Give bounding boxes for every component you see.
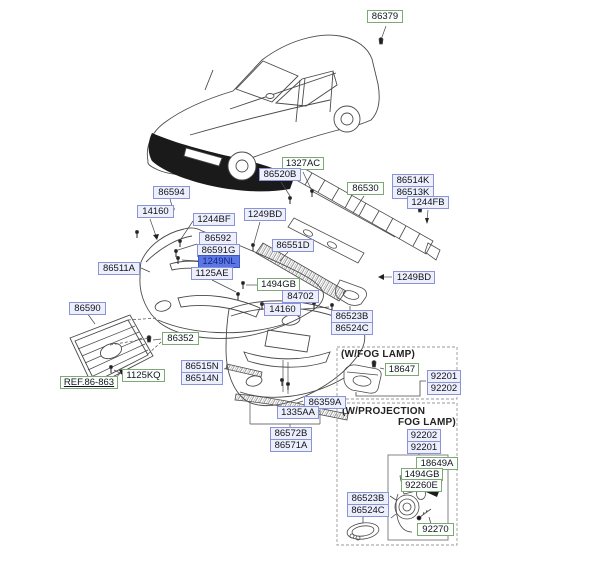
part-label-86523B-1[interactable]: 86523B xyxy=(331,310,373,323)
part-label-1244FB[interactable]: 1244FB xyxy=(407,196,449,209)
part-label-86379[interactable]: 86379 xyxy=(367,10,403,23)
part-label-14160-1[interactable]: 14160 xyxy=(137,205,174,218)
part-label-92201-2[interactable]: 92201 xyxy=(407,441,441,454)
part-label-86359A[interactable]: 86359A xyxy=(304,396,346,409)
part-label-1125AE[interactable]: 1125AE xyxy=(191,267,233,280)
part-label-86530[interactable]: 86530 xyxy=(347,182,384,195)
part-label-1125KQ[interactable]: 1125KQ xyxy=(122,369,165,382)
part-label-86571A[interactable]: 86571A xyxy=(270,439,312,452)
part-label-18647[interactable]: 18647 xyxy=(385,363,419,376)
part-label-92201-1[interactable]: 92201 xyxy=(427,370,461,383)
small-fog-lamp-drawing xyxy=(346,514,380,541)
fog-bezel-drawing xyxy=(334,279,367,310)
part-label-14160-2[interactable]: 14160 xyxy=(264,303,301,316)
part-label-86551D[interactable]: 86551D xyxy=(272,239,314,252)
part-label-REF[interactable]: REF.86-863 xyxy=(60,376,118,389)
front-wheel xyxy=(227,151,257,181)
part-label-86590[interactable]: 86590 xyxy=(69,302,106,315)
part-label-86520B[interactable]: 86520B xyxy=(259,168,301,181)
fog-lamp-drawing xyxy=(343,360,426,397)
part-label-86352[interactable]: 86352 xyxy=(162,332,199,345)
part-label-1494GB-1[interactable]: 1494GB xyxy=(257,278,300,291)
part-label-86524C-1[interactable]: 86524C xyxy=(331,322,373,335)
part-label-1249BD-2[interactable]: 1249BD xyxy=(393,271,435,284)
part-label-86594[interactable]: 86594 xyxy=(153,186,190,199)
part-label-1249BD-1[interactable]: 1249BD xyxy=(244,208,286,221)
part-label-1327AC[interactable]: 1327AC xyxy=(282,157,324,170)
part-label-84702[interactable]: 84702 xyxy=(282,290,319,303)
part-label-86514N[interactable]: 86514N xyxy=(181,372,223,385)
car-illustration xyxy=(146,34,380,192)
part-label-1244BF[interactable]: 1244BF xyxy=(193,213,235,226)
projection-section-title-line1: (W/PROJECTION xyxy=(342,406,426,417)
leader-lines xyxy=(86,25,429,514)
part-label-92260E[interactable]: 92260E xyxy=(401,479,442,492)
fog-lamp-section-title: (W/FOG LAMP) xyxy=(341,349,416,360)
part-label-92202-1[interactable]: 92202 xyxy=(427,382,461,395)
projection-section-title-line2: FOG LAMP) xyxy=(398,417,456,428)
radiator-grille-drawing xyxy=(69,314,173,388)
part-label-86511A[interactable]: 86511A xyxy=(98,262,140,275)
rear-wheel xyxy=(333,105,361,133)
car-front-bumper-shaded xyxy=(148,133,294,192)
part-label-86524C-2[interactable]: 86524C xyxy=(347,504,389,517)
part-label-92270[interactable]: 92270 xyxy=(417,523,454,536)
part-label-1335AA[interactable]: 1335AA xyxy=(277,406,319,419)
